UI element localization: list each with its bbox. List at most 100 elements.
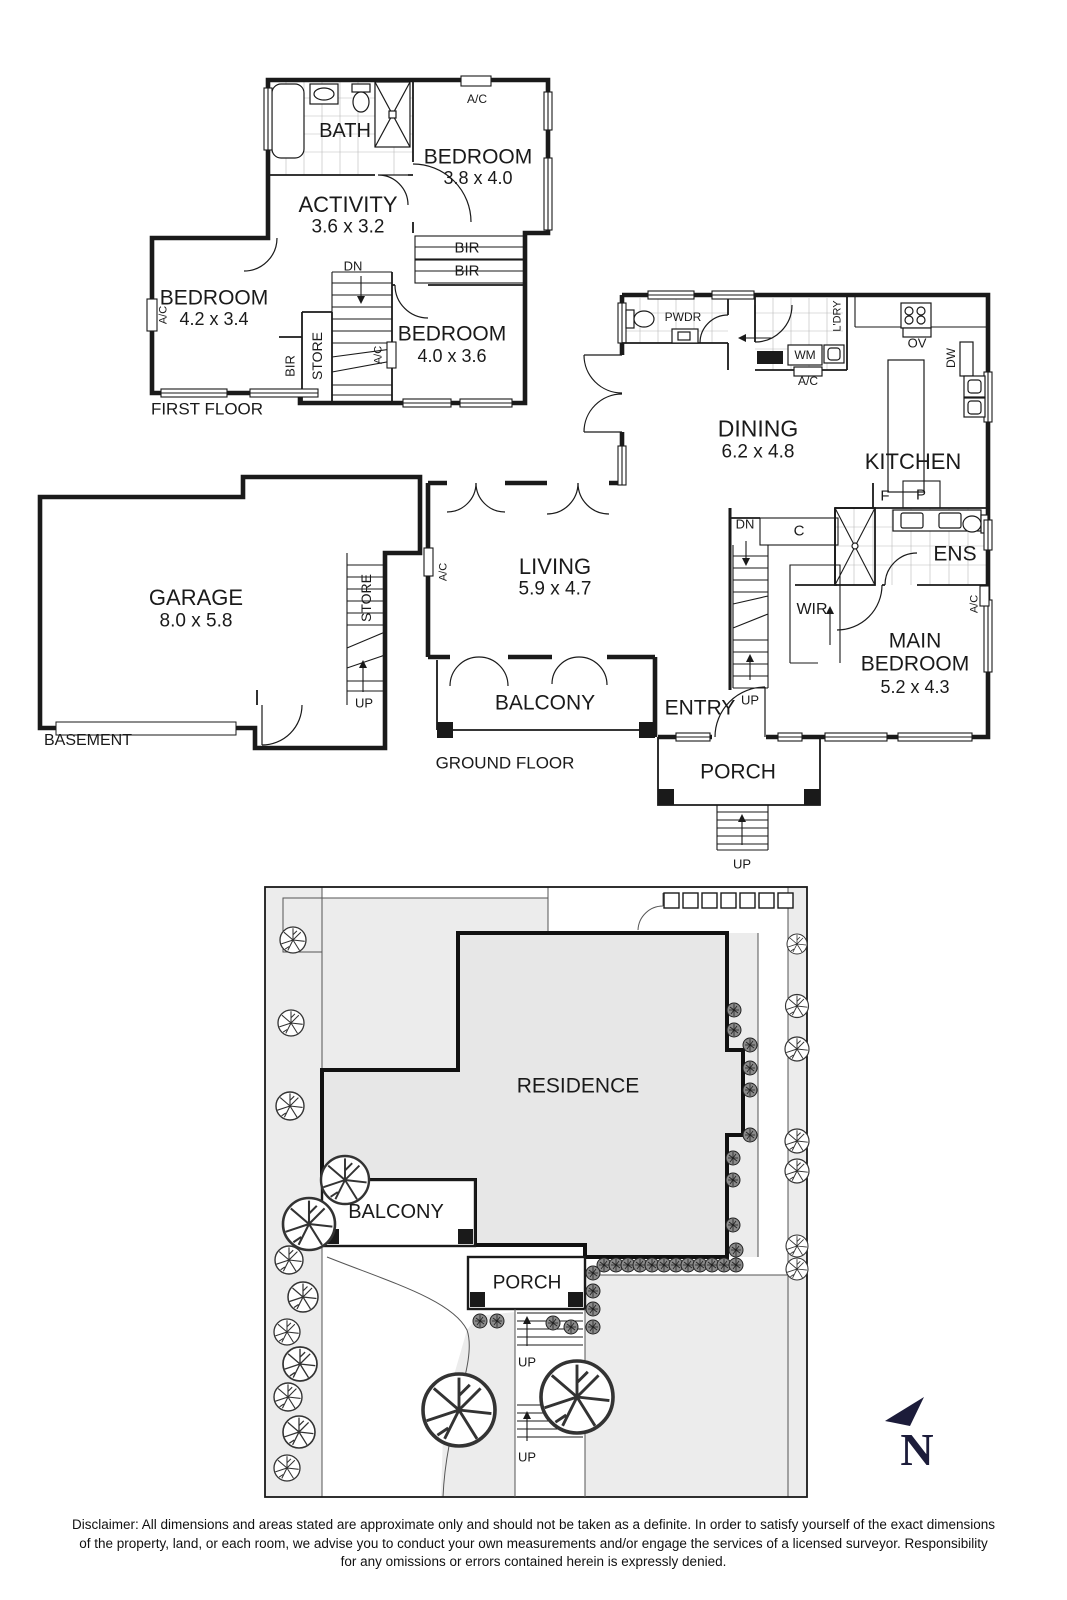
living-label: LIVING bbox=[518, 554, 592, 579]
hall-arrow-head bbox=[738, 334, 746, 342]
stairs-up-head bbox=[746, 654, 754, 662]
garage-stairs bbox=[346, 553, 386, 705]
dn-ff-label: DN bbox=[343, 258, 363, 274]
fridge-label: F bbox=[880, 487, 890, 505]
balcony-gf-label: BALCONY bbox=[494, 691, 596, 715]
site-boundary bbox=[264, 886, 808, 1498]
site-up2-label: UP bbox=[517, 1449, 537, 1465]
activity-dims: 3.6 x 3.2 bbox=[311, 216, 385, 238]
residence-label: RESIDENCE bbox=[516, 1074, 640, 1098]
ac-left-label: A/C bbox=[157, 305, 170, 325]
bath-label: BATH bbox=[319, 120, 371, 142]
first-floor-plan bbox=[146, 75, 553, 408]
bir-shelves bbox=[414, 235, 526, 284]
garage-door-arc bbox=[261, 704, 303, 746]
pantry-fridge bbox=[834, 480, 988, 585]
wir-arrow-head bbox=[826, 606, 834, 614]
wir-label: WIR bbox=[796, 601, 828, 618]
garage-dims: 8.0 x 5.8 bbox=[159, 610, 233, 632]
disclaimer-line1: Disclaimer: All dimensions and areas sta… bbox=[71, 1517, 995, 1532]
closet-label: C bbox=[793, 522, 805, 540]
dining-dims: 6.2 x 4.8 bbox=[721, 441, 795, 463]
ac-bedroom-label: A/C bbox=[968, 594, 981, 614]
dining-label: DINING bbox=[717, 415, 799, 442]
stairs-dn-head bbox=[742, 558, 750, 566]
hall-walls bbox=[728, 508, 988, 690]
disclaimer-line3: for any omissions or errors contained he… bbox=[340, 1554, 727, 1569]
living-dims: 5.9 x 4.7 bbox=[518, 578, 592, 600]
up-porch-label: UP bbox=[732, 856, 752, 872]
site-porch-box bbox=[466, 1255, 587, 1311]
garage-up-label: UP bbox=[354, 695, 374, 711]
first-floor-stairs bbox=[331, 282, 393, 396]
garage-label: GARAGE bbox=[148, 585, 244, 610]
pantry-label: P bbox=[915, 486, 927, 504]
basement-title: BASEMENT bbox=[43, 732, 133, 749]
up-stairs-label: UP bbox=[740, 692, 760, 708]
disclaimer-text: Disclaimer: All dimensions and areas sta… bbox=[0, 1516, 1067, 1572]
ground-outer-walls bbox=[425, 292, 991, 740]
first-floor-doors bbox=[243, 163, 472, 319]
activity-label: ACTIVITY bbox=[298, 192, 398, 217]
laundry bbox=[754, 295, 848, 377]
first-floor-title: FIRST FLOOR bbox=[150, 399, 264, 419]
ground-floor-plan bbox=[423, 290, 993, 851]
bedroom-bottom-dims: 4.0 x 3.6 bbox=[417, 346, 487, 366]
main-bedroom-dims: 5.2 x 4.3 bbox=[880, 677, 950, 697]
ensuite-fixtures bbox=[834, 507, 993, 586]
pwdr-label: PWDR bbox=[664, 310, 702, 324]
first-floor-inner-walls bbox=[268, 80, 525, 403]
site-up1-label: UP bbox=[517, 1354, 537, 1370]
main-bedroom-line2: BEDROOM bbox=[860, 652, 970, 676]
kitchen-fittings bbox=[854, 295, 993, 493]
bedroom-bottom-label: BEDROOM bbox=[397, 322, 507, 346]
ground-windows bbox=[423, 290, 993, 742]
store-gf-label: STORE bbox=[358, 574, 374, 622]
site-plan bbox=[264, 886, 810, 1498]
garage-basement-plan bbox=[37, 474, 423, 751]
ac-living-label: A/C bbox=[437, 562, 450, 582]
garage-up-arrow-head bbox=[359, 660, 367, 668]
bir-vert-label: BIR bbox=[282, 355, 298, 377]
ldry-label: L'DRY bbox=[831, 300, 844, 332]
dining-french-doors bbox=[583, 354, 623, 433]
ens-label: ENS bbox=[933, 542, 977, 566]
site-balcony-label: BALCONY bbox=[348, 1201, 444, 1223]
ground-floor-title: GROUND FLOOR bbox=[435, 753, 575, 773]
wm-label: WM bbox=[794, 348, 816, 362]
ground-porch bbox=[657, 737, 821, 851]
site-fence-squares bbox=[663, 892, 794, 909]
living-double-doors bbox=[446, 482, 610, 515]
balcony-doors bbox=[449, 656, 608, 687]
bedroom-left-label: BEDROOM bbox=[159, 286, 269, 310]
entry-door-arc bbox=[714, 686, 766, 738]
first-floor-windows bbox=[146, 75, 553, 408]
entry-door-gap bbox=[712, 731, 766, 742]
bir-top-label: BIR bbox=[454, 239, 480, 257]
dn-arrow-head bbox=[357, 296, 365, 304]
entry-label: ENTRY bbox=[664, 696, 736, 720]
ac-laundry-label: A/C bbox=[797, 374, 819, 388]
ground-balcony bbox=[436, 660, 655, 738]
bir-bottom-label: BIR bbox=[454, 262, 480, 280]
ac-mid-label: A/C bbox=[372, 345, 385, 365]
dw-label: DW bbox=[944, 348, 958, 368]
ac-top-label: A/C bbox=[466, 92, 488, 106]
bedroom-top-label: BEDROOM bbox=[423, 145, 533, 169]
bedroom-ens-doors bbox=[836, 552, 918, 631]
ov-label: OV bbox=[907, 335, 927, 351]
bath-fixtures bbox=[271, 81, 411, 159]
store-ff-label: STORE bbox=[309, 332, 325, 380]
main-bedroom-line1: MAIN bbox=[888, 629, 942, 653]
garage-door bbox=[55, 721, 237, 736]
site-porch-label: PORCH bbox=[492, 1272, 562, 1294]
north-letter: N bbox=[900, 1424, 934, 1475]
disclaimer-line2: of the property, land, or each room, we … bbox=[79, 1535, 988, 1551]
dn-gf-label: DN bbox=[735, 516, 755, 532]
bedroom-top-dims: 3.8 x 4.0 bbox=[443, 168, 513, 188]
north-arrow bbox=[885, 1397, 924, 1426]
kitchen-label: KITCHEN bbox=[864, 449, 962, 474]
bedroom-left-dims: 4.2 x 3.4 bbox=[179, 309, 249, 329]
